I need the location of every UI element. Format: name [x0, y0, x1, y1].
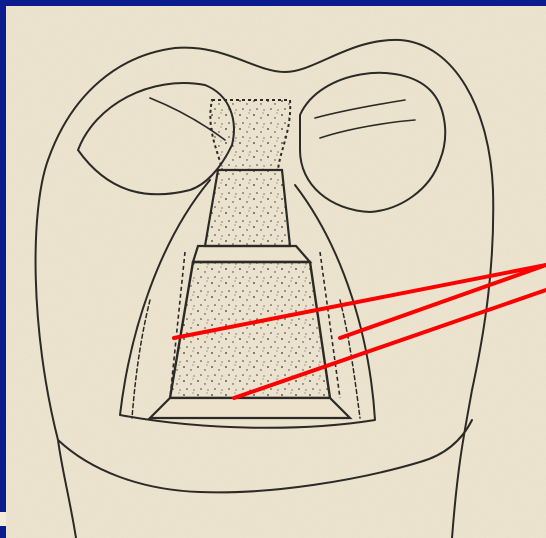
dovetail-neck: [205, 170, 290, 246]
isthmus: [210, 100, 290, 170]
corner-mark: [0, 512, 6, 526]
cavity-box: [170, 262, 330, 398]
gingival-floor: [150, 398, 350, 418]
